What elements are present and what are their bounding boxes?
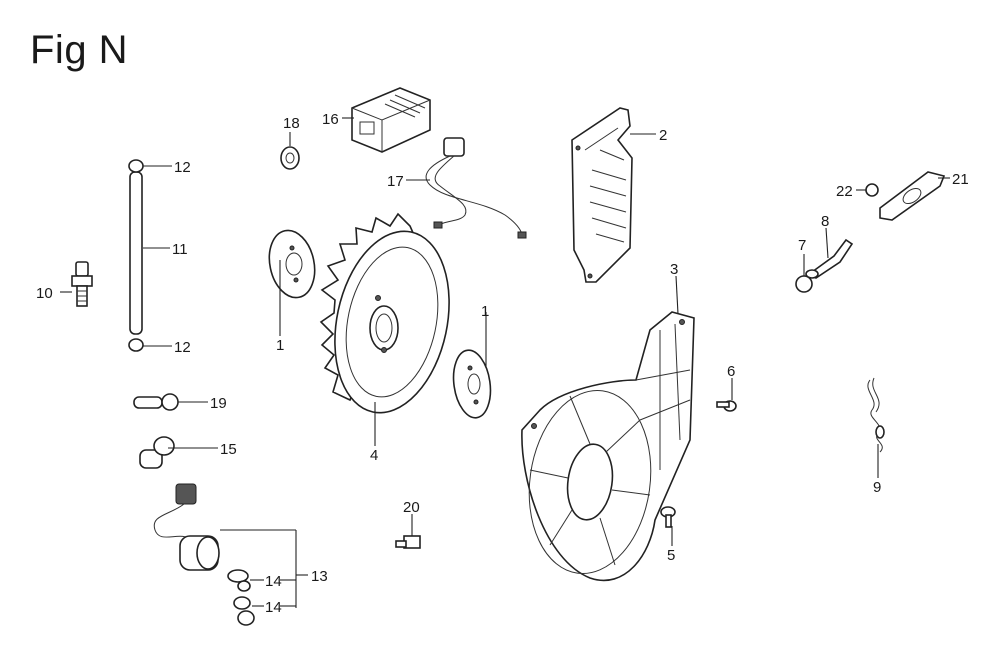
part-washer[interactable] (280, 146, 300, 170)
part-nut-22[interactable] (865, 183, 879, 197)
callout-17: 17 (387, 173, 404, 190)
part-clip-lower[interactable] (233, 596, 255, 626)
part-lever[interactable] (805, 238, 854, 280)
part-flywheel[interactable] (319, 212, 465, 423)
callout-12-upper: 12 (174, 159, 191, 176)
part-bolt[interactable] (139, 436, 175, 469)
callout-10: 10 (36, 285, 53, 302)
callout-8: 8 (821, 213, 829, 230)
part-spring-clip[interactable] (867, 377, 885, 453)
part-ignition-coil[interactable] (153, 483, 220, 571)
callout-6: 6 (727, 363, 735, 380)
part-fan-cover[interactable] (518, 311, 695, 581)
callout-14-upper: 14 (265, 573, 282, 590)
callout-15: 15 (220, 441, 237, 458)
callout-22: 22 (836, 183, 853, 200)
part-gasket[interactable] (879, 171, 946, 221)
leader-lines (60, 117, 950, 608)
callout-13: 13 (311, 568, 328, 585)
callout-16: 16 (322, 111, 339, 128)
part-wire-harness[interactable] (425, 137, 527, 239)
callout-18: 18 (283, 115, 300, 132)
callout-2: 2 (659, 127, 667, 144)
callout-3: 3 (670, 261, 678, 278)
part-pin[interactable] (133, 393, 179, 411)
callout-7: 7 (798, 237, 806, 254)
callout-14-lower: 14 (265, 599, 282, 616)
callout-9: 9 (873, 479, 881, 496)
callout-11: 11 (172, 241, 188, 258)
callout-19: 19 (210, 395, 227, 412)
part-clip-upper[interactable] (227, 569, 251, 592)
part-stud-rod[interactable] (129, 171, 143, 335)
callout-1-left: 1 (276, 337, 284, 354)
callout-21: 21 (952, 171, 969, 188)
callout-20: 20 (403, 499, 420, 516)
part-screw-20[interactable] (395, 535, 421, 549)
callout-labels: 1 1 2 3 4 5 6 7 8 9 10 11 12 12 13 14 14… (36, 111, 969, 616)
callout-5: 5 (667, 547, 675, 564)
part-screw-6[interactable] (716, 400, 737, 412)
part-cylinder-cover[interactable] (571, 107, 633, 283)
callout-4: 4 (370, 447, 378, 464)
figure-title: Fig N (30, 28, 129, 72)
part-nut-upper[interactable] (128, 159, 144, 173)
callout-12-lower: 12 (174, 339, 191, 356)
part-screw-5[interactable] (660, 506, 676, 528)
part-starter-pulley-left[interactable] (263, 226, 320, 302)
part-starter-pulley-right[interactable] (449, 348, 494, 420)
part-nut-lower[interactable] (128, 338, 144, 352)
part-spark-plug[interactable] (71, 261, 93, 307)
part-regulator[interactable] (351, 87, 431, 153)
callout-1-right: 1 (481, 303, 489, 320)
